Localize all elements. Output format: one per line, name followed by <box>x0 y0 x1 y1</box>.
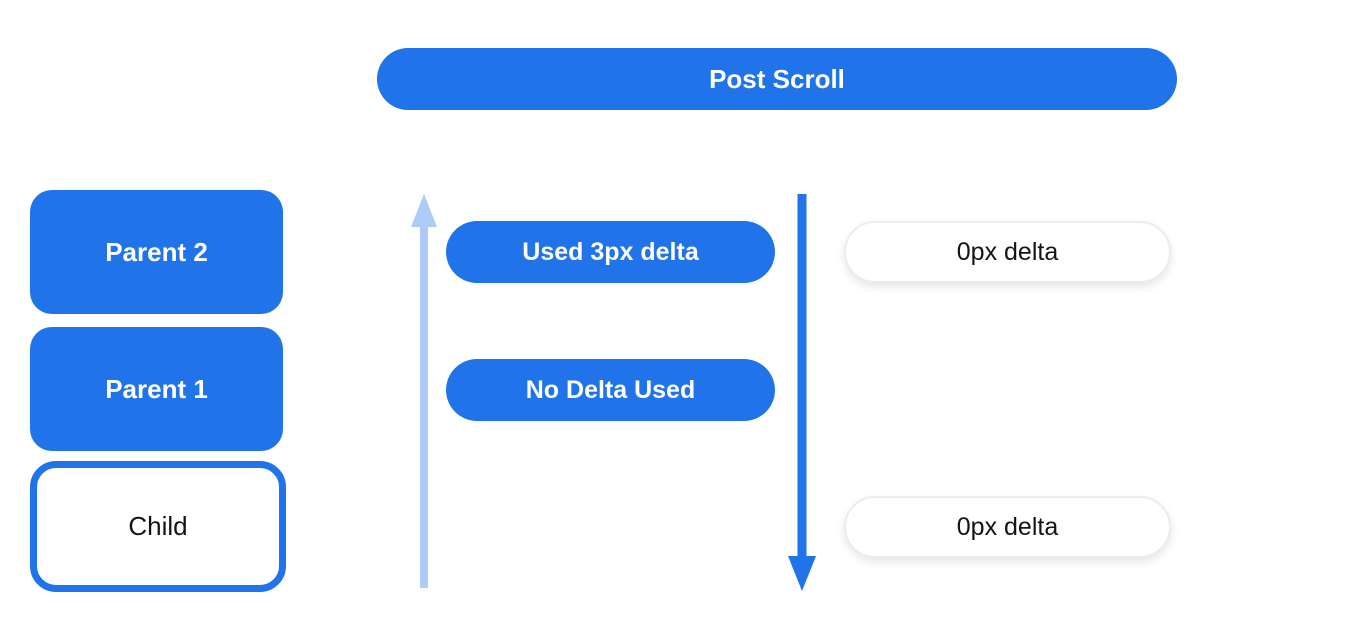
up-arrow-icon <box>409 194 439 588</box>
zero-delta-top-label: 0px delta <box>956 237 1059 266</box>
used-delta-pill: Used 3px delta <box>446 221 775 283</box>
child-box: Child <box>30 461 286 592</box>
zero-delta-pill-top: 0px delta <box>844 221 1171 283</box>
parent-1-label: Parent 1 <box>105 373 208 404</box>
zero-delta-pill-bottom: 0px delta <box>844 496 1171 558</box>
parent-1-box: Parent 1 <box>30 327 283 451</box>
no-delta-pill: No Delta Used <box>446 359 775 421</box>
parent-2-box: Parent 2 <box>30 190 283 314</box>
child-label: Child <box>128 511 188 541</box>
parent-2-label: Parent 2 <box>105 236 208 267</box>
used-delta-label: Used 3px delta <box>522 237 699 266</box>
post-scroll-label: Post Scroll <box>709 63 845 94</box>
no-delta-label: No Delta Used <box>525 375 696 404</box>
post-scroll-banner: Post Scroll <box>377 48 1177 110</box>
down-arrow-icon <box>787 194 817 591</box>
zero-delta-bottom-label: 0px delta <box>956 512 1059 541</box>
